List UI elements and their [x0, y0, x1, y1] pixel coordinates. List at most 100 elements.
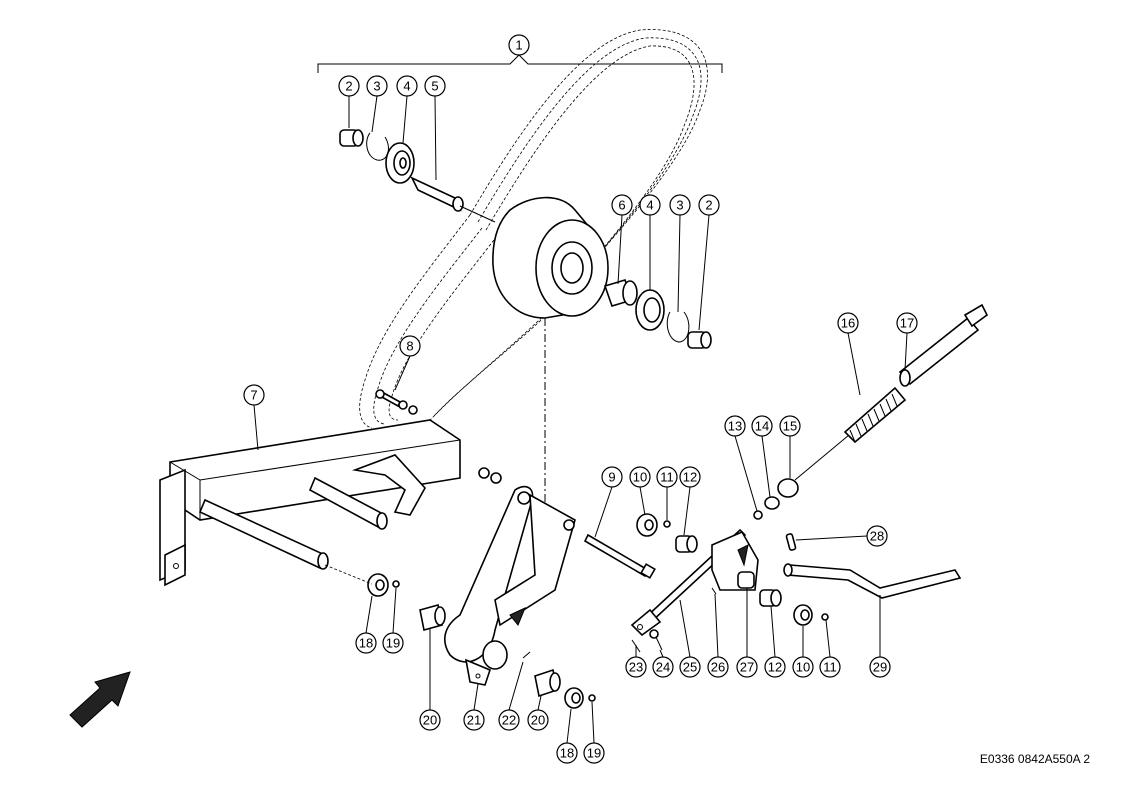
part-24-pin: [649, 629, 663, 651]
part-16-spring: [843, 386, 907, 444]
callout-21: 21: [463, 709, 485, 731]
callout-3b: 3: [669, 194, 691, 216]
callout-20b: 20: [527, 709, 549, 731]
part-20-bushing-upper: [419, 603, 446, 632]
svg-text:3: 3: [676, 198, 683, 213]
part-18-wheel-left: [367, 573, 389, 597]
callout-11b: 11: [819, 656, 841, 678]
frame-to-wheel-dashline: [324, 564, 373, 585]
svg-text:20: 20: [423, 713, 437, 728]
part-6-spacer: [603, 279, 638, 307]
part-8-bolt: [375, 389, 418, 415]
part-12-bushing-top: [675, 535, 698, 553]
svg-text:23: 23: [629, 660, 643, 675]
callout-24: 24: [652, 656, 674, 678]
svg-text:27: 27: [740, 660, 754, 675]
svg-text:17: 17: [900, 316, 914, 331]
part-28-pin: [785, 533, 797, 551]
svg-text:15: 15: [783, 419, 797, 434]
svg-text:21: 21: [467, 713, 481, 728]
drawing-reference-code: E0336 0842A550A 2: [979, 752, 1090, 766]
part-9-bolt: [583, 533, 656, 579]
svg-text:4: 4: [646, 198, 653, 213]
svg-text:18: 18: [359, 636, 373, 651]
svg-text:19: 19: [386, 636, 400, 651]
callout-29: 29: [869, 656, 891, 678]
callout-22: 22: [498, 709, 520, 731]
callout-8: 8: [399, 335, 421, 357]
callout-11: 11: [656, 466, 678, 488]
callout-17: 17: [896, 312, 918, 334]
svg-text:11: 11: [660, 470, 674, 485]
svg-text:10: 10: [633, 470, 647, 485]
svg-text:13: 13: [728, 419, 742, 434]
svg-text:19: 19: [587, 746, 601, 761]
svg-text:8: 8: [406, 339, 413, 354]
svg-text:5: 5: [431, 79, 438, 94]
callout-4: 4: [396, 75, 418, 97]
svg-text:2: 2: [705, 198, 712, 213]
part-4-bearing-right: [635, 289, 665, 331]
svg-text:16: 16: [841, 316, 855, 331]
part-3-circlip-left: [366, 132, 389, 161]
callout-13: 13: [724, 415, 746, 437]
svg-text:3: 3: [373, 79, 380, 94]
svg-text:2: 2: [345, 79, 352, 94]
idler-pulley: [492, 196, 609, 319]
part-3-circlip-right: [666, 311, 690, 343]
part-18-wheel-lower: [564, 687, 584, 709]
callout-26: 26: [707, 656, 729, 678]
part-21-tension-arm: [444, 485, 576, 686]
part-11-nut-lower: [821, 613, 829, 621]
callout-20: 20: [419, 709, 441, 731]
direction-arrow-icon: [69, 671, 131, 728]
part-7-frame: [159, 419, 461, 587]
callout-12: 12: [679, 466, 701, 488]
callout-25: 25: [679, 656, 701, 678]
part-2-bushing-left: [339, 129, 364, 147]
leader-lines: [253, 95, 908, 744]
callout-15: 15: [779, 415, 801, 437]
part-29-lever: [783, 563, 962, 599]
callout-18b: 18: [556, 742, 578, 764]
callout-27: 27: [736, 656, 758, 678]
svg-text:4: 4: [403, 79, 410, 94]
callout-6: 6: [611, 194, 633, 216]
part-12-bushing-lower: [759, 589, 782, 607]
callout-2b: 2: [698, 194, 720, 216]
arm-washers: [478, 467, 502, 484]
svg-text:28: 28: [870, 529, 884, 544]
svg-text:9: 9: [608, 470, 615, 485]
callout-19b: 19: [583, 742, 605, 764]
part-11-nut-top: [663, 520, 671, 528]
part-20-bushing-lower: [534, 668, 561, 698]
part-5-shaft: [410, 176, 496, 223]
callout-10: 10: [629, 466, 651, 488]
callout-14: 14: [751, 415, 773, 437]
callout-28: 28: [866, 525, 888, 547]
part-2-bushing-right: [687, 331, 712, 349]
callout-5: 5: [424, 75, 446, 97]
svg-text:10: 10: [796, 660, 810, 675]
callout-9: 9: [601, 466, 623, 488]
svg-text:7: 7: [250, 388, 257, 403]
part-14-washer: [764, 496, 780, 510]
callout-3: 3: [366, 75, 388, 97]
callout-7: 7: [243, 384, 265, 406]
svg-text:12: 12: [768, 660, 782, 675]
part-10-wheel-lower: [793, 604, 813, 626]
svg-text:25: 25: [683, 660, 697, 675]
part-4-bearing-left: [385, 142, 415, 184]
callout-1: 1: [508, 34, 530, 56]
callout-10b: 10: [792, 656, 814, 678]
part-19-nut-lower: [588, 694, 596, 702]
svg-text:22: 22: [502, 713, 516, 728]
svg-text:20: 20: [531, 713, 545, 728]
svg-text:12: 12: [683, 470, 697, 485]
part-27-bracket: [711, 530, 759, 591]
part-26-pin: [711, 587, 717, 595]
svg-text:29: 29: [873, 660, 887, 675]
svg-text:18: 18: [560, 746, 574, 761]
callout-18: 18: [355, 632, 377, 654]
